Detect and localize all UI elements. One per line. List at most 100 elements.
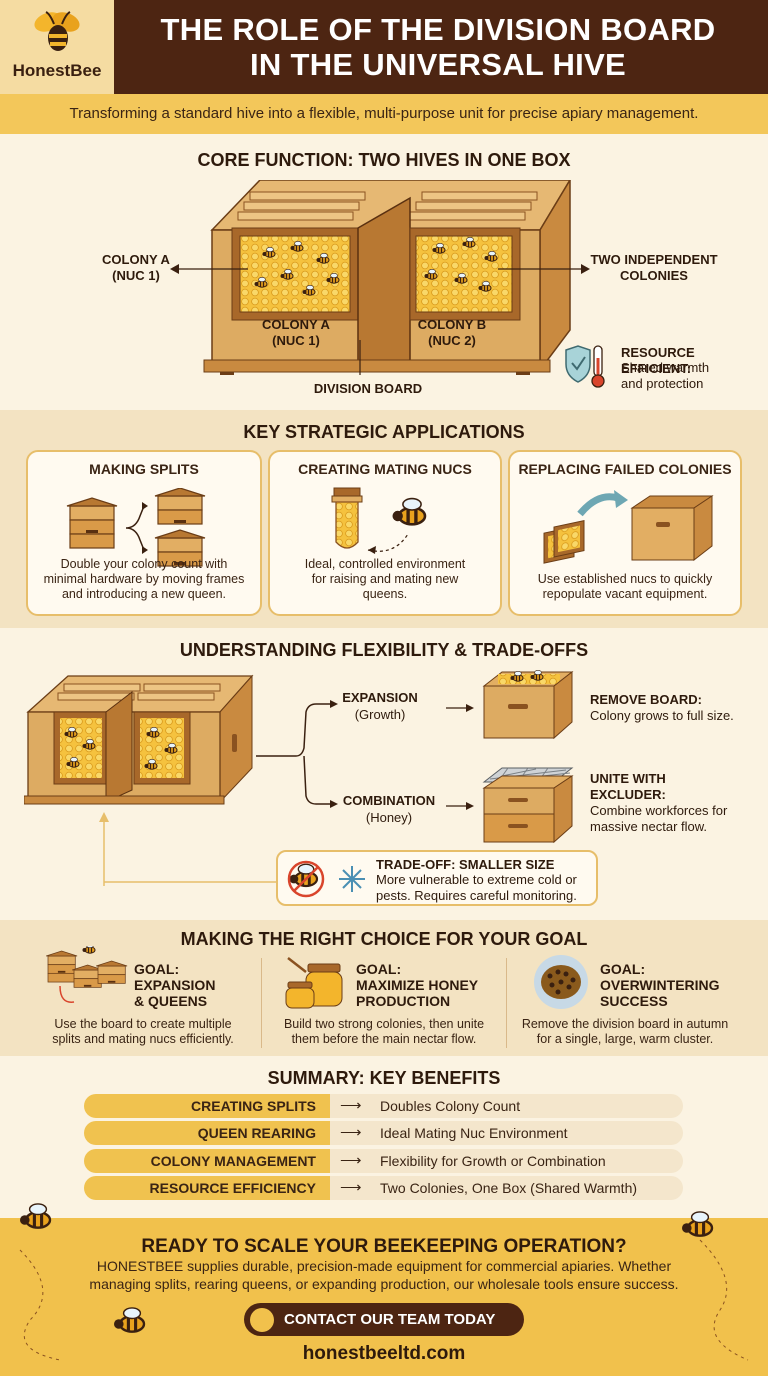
flying-bees-decoration xyxy=(18,1202,749,1361)
contact-team-button-label: CONTACT OUR TEAM TODAY xyxy=(284,1311,496,1328)
hive-group-icon xyxy=(45,946,128,1003)
colony-a-inner-line1: COLONY A xyxy=(262,317,330,332)
card-creating-mating-nucs: CREATING MATING NUCS Ideal, controlled e… xyxy=(268,450,502,616)
cta-band xyxy=(0,1218,768,1376)
card-desc-line2: repopulate vacant equipment. xyxy=(542,587,708,601)
tradeoff-title: TRADE-OFF: SMALLER SIZE xyxy=(376,857,555,872)
contact-team-button[interactable]: CONTACT OUR TEAM TODAY xyxy=(244,1303,524,1336)
resource-line1: Shared warmth xyxy=(621,360,710,375)
arrow-right-icon: ⟶ xyxy=(340,1179,362,1196)
goal-head-line3: & QUEENS xyxy=(134,993,208,1009)
remove-board-desc: Colony grows to full size. xyxy=(590,708,734,723)
nuc-to-hive-icon xyxy=(543,490,714,564)
colony-a-inner-label: COLONY A (NUC 1) xyxy=(236,317,356,349)
summary-value: Flexibility for Growth or Combination xyxy=(330,1149,683,1173)
page-title: THE ROLE OF THE DIVISION BOARD IN THE UN… xyxy=(118,12,758,82)
combination-label: COMBINATION xyxy=(342,793,436,808)
bee-logo-icon xyxy=(34,11,80,51)
summary-value: Two Colonies, One Box (Shared Warmth) xyxy=(330,1176,683,1200)
unite-desc-line2: massive nectar flow. xyxy=(590,819,708,834)
colony-a-outer-line2: (NUC 1) xyxy=(112,268,160,283)
card-desc-line1: Use established nucs to quickly xyxy=(537,572,713,586)
flexibility-title: UNDERSTANDING FLEXIBILITY & TRADE-OFFS xyxy=(179,640,589,660)
tradeoff-desc-line1: More vulnerable to extreme cold or xyxy=(376,872,577,887)
tradeoff-box: TRADE-OFF: SMALLER SIZE More vulnerable … xyxy=(276,850,598,906)
goal-desc-line1: Remove the division board in autumn xyxy=(521,1017,729,1031)
shield-thermometer-icon xyxy=(565,345,605,388)
card-desc: Use established nucs to quickly repopula… xyxy=(516,572,734,602)
title-line-1: THE ROLE OF THE DIVISION BOARD xyxy=(160,12,716,47)
goal-honey-head: GOAL: MAXIMIZE HONEY PRODUCTION xyxy=(356,961,502,1009)
card-desc-line1: Ideal, controlled environment xyxy=(304,557,466,571)
card-replacing-failed-colonies: REPLACING FAILED COLONIES Use establishe… xyxy=(508,450,742,616)
summary-label: CREATING SPLITS xyxy=(84,1094,330,1118)
goal-expansion-desc: Use the board to create multiple splits … xyxy=(30,1017,256,1047)
queen-cell-bee-icon xyxy=(331,487,427,554)
page-subtitle: Transforming a standard hive into a flex… xyxy=(69,105,699,122)
colony-a-inner-line2: (NUC 1) xyxy=(272,333,320,348)
goal-overwintering-head: GOAL: OVERWINTERING SUCCESS xyxy=(600,961,750,1009)
two-independent-colonies-label: TWO INDEPENDENT COLONIES xyxy=(584,252,724,284)
summary-value: Doubles Colony Count xyxy=(330,1094,683,1118)
independent-line1: TWO INDEPENDENT xyxy=(590,252,718,267)
independent-line2: COLONIES xyxy=(620,268,688,283)
expansion-sub-label: (Growth) xyxy=(354,707,406,722)
honey-jars-icon xyxy=(285,957,343,1009)
core-function-title: CORE FUNCTION: TWO HIVES IN ONE BOX xyxy=(197,150,571,170)
no-pests-cold-icon xyxy=(287,860,365,898)
goal-head-line1: GOAL: xyxy=(134,961,180,977)
cta-text: HONESTBEE supplies durable, precision-ma… xyxy=(50,1257,718,1293)
colony-b-inner-line2: (NUC 2) xyxy=(428,333,476,348)
resource-efficient-title: RESOURCE EFFICIENT: xyxy=(621,345,695,376)
goal-expansion-head: GOAL: EXPANSION & QUEENS xyxy=(134,961,258,1009)
tradeoff-desc: More vulnerable to extreme cold or pests… xyxy=(376,872,596,904)
goal-honey-desc: Build two strong colonies, then unite th… xyxy=(266,1017,502,1047)
goal-desc-line2: them before the main nectar flow. xyxy=(291,1032,477,1046)
choice-band xyxy=(0,920,768,1056)
arrow-left-icon xyxy=(170,264,248,274)
card-desc: Double your colony count with minimal ha… xyxy=(34,557,254,602)
choice-title: MAKING THE RIGHT CHOICE FOR YOUR GOAL xyxy=(180,929,588,949)
colony-a-outer-label: COLONY A (NUC 1) xyxy=(84,252,188,284)
arrow-right-icon: ⟶ xyxy=(340,1124,362,1141)
divided-hive-illustration xyxy=(24,674,254,805)
goal-desc-line1: Build two strong colonies, then unite xyxy=(283,1017,485,1031)
card-desc: Ideal, controlled environment for raisin… xyxy=(276,557,494,602)
website-link[interactable]: honestbeeltd.com xyxy=(302,1343,466,1364)
goal-divider xyxy=(261,958,262,1048)
colony-b-inner-label: COLONY B (NUC 2) xyxy=(392,317,512,349)
summary-label: RESOURCE EFFICIENCY xyxy=(84,1176,330,1200)
goal-head-line2: OVERWINTERING xyxy=(600,977,720,993)
unite-title-line2: EXCLUDER: xyxy=(590,787,666,802)
card-desc-line2: for raising and mating new xyxy=(311,572,459,586)
subtitle-band xyxy=(0,94,768,134)
full-hive-icon xyxy=(482,669,574,740)
applications-title: KEY STRATEGIC APPLICATIONS xyxy=(243,422,525,442)
cta-text-line2: managing splits, rearing queens, or expa… xyxy=(89,1276,679,1292)
summary-label: COLONY MANAGEMENT xyxy=(84,1149,330,1173)
title-line-2: IN THE UNIVERSAL HIVE xyxy=(249,47,627,82)
unite-excluder-desc: Combine workforces for massive nectar fl… xyxy=(590,803,760,835)
tradeoff-desc-line2: pests. Requires careful monitoring. xyxy=(376,888,577,903)
goal-desc-line1: Use the board to create multiple xyxy=(54,1017,232,1031)
division-board-label: DIVISION BOARD xyxy=(313,381,423,396)
arrow-right-icon: ⟶ xyxy=(340,1097,362,1114)
split-hives-icon xyxy=(66,488,206,567)
summary-label: QUEEN REARING xyxy=(84,1121,330,1145)
brand-logo[interactable]: HonestBee xyxy=(0,0,114,94)
goal-head-line1: GOAL: xyxy=(600,961,646,977)
card-desc-line3: and introducing a new queen. xyxy=(61,587,226,601)
expansion-label: EXPANSION xyxy=(342,690,418,705)
split-hive-illustration xyxy=(203,180,571,375)
card-making-splits: MAKING SPLITS Double your colony count w… xyxy=(26,450,262,616)
goal-desc-line2: splits and mating nucs efficiently. xyxy=(52,1032,234,1046)
colony-b-inner-line1: COLONY B xyxy=(417,317,487,332)
unite-desc-line1: Combine workforces for xyxy=(590,803,728,818)
goal-divider xyxy=(506,958,507,1048)
bee-icon xyxy=(250,1308,274,1332)
resource-line2: and protection xyxy=(621,376,704,391)
summary-title: SUMMARY: KEY BENEFITS xyxy=(267,1068,501,1088)
resource-efficient-desc: Shared warmth and protection xyxy=(621,360,761,392)
arrow-right-icon: ⟶ xyxy=(340,1152,362,1169)
card-title: CREATING MATING NUCS xyxy=(298,461,472,477)
